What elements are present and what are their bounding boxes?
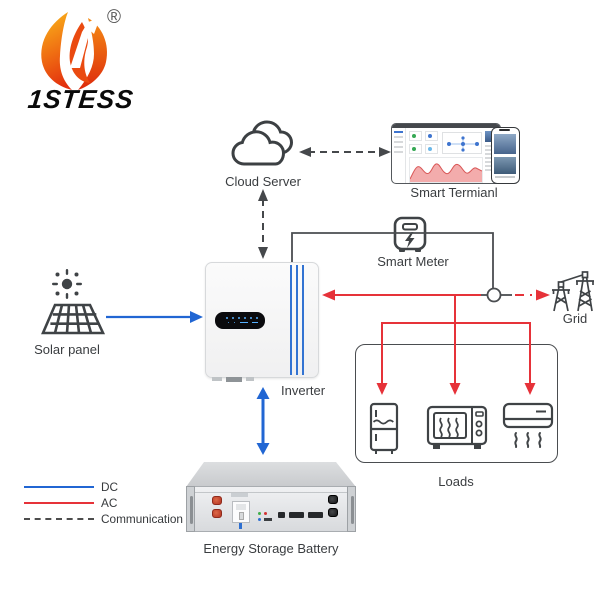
battery-positive-terminal bbox=[212, 496, 222, 505]
cloud-server-label: Cloud Server bbox=[225, 174, 301, 189]
dashboard-screen bbox=[391, 123, 501, 184]
legend-ac-line bbox=[24, 502, 94, 504]
battery-breaker bbox=[232, 501, 250, 523]
inverter-display bbox=[215, 312, 265, 329]
legend-comm-line bbox=[24, 518, 94, 520]
battery-unit bbox=[186, 462, 356, 532]
battery-label: Energy Storage Battery bbox=[203, 541, 339, 556]
legend-ac-label: AC bbox=[101, 496, 118, 510]
solar-panel-icon bbox=[41, 269, 106, 335]
battery-positive-terminal2 bbox=[212, 509, 222, 518]
grid-towers-icon bbox=[552, 271, 594, 312]
loads-label: Loads bbox=[438, 474, 474, 489]
legend-dc-line bbox=[24, 486, 94, 488]
registered-mark: ® bbox=[107, 7, 121, 28]
microwave-icon bbox=[426, 405, 488, 449]
cloud-icon bbox=[231, 120, 294, 166]
inverter-unit bbox=[205, 262, 319, 382]
smart-terminal-label: Smart Termianl bbox=[410, 185, 498, 200]
battery-negative-terminal bbox=[328, 495, 338, 504]
grid-label: Grid bbox=[562, 311, 588, 326]
phone-screen bbox=[491, 127, 520, 184]
flame-logo-icon bbox=[41, 12, 108, 90]
air-conditioner-icon bbox=[502, 402, 554, 448]
solar-panel-label: Solar panel bbox=[34, 342, 100, 357]
battery-negative-terminal2 bbox=[328, 508, 338, 517]
refrigerator-icon bbox=[369, 402, 399, 454]
legend-comm-label: Communication bbox=[101, 512, 183, 526]
smart-meter-label: Smart Meter bbox=[377, 254, 449, 269]
inverter-label: Inverter bbox=[281, 383, 326, 398]
loads-box bbox=[355, 344, 558, 463]
smart-meter-icon bbox=[393, 216, 427, 252]
smart-terminal bbox=[388, 118, 528, 188]
brand-name: 1STESS bbox=[26, 84, 136, 114]
legend: DC AC Communication bbox=[24, 478, 194, 528]
brand-logo: ® 1STESS bbox=[26, 6, 158, 114]
legend-dc-label: DC bbox=[101, 480, 119, 494]
